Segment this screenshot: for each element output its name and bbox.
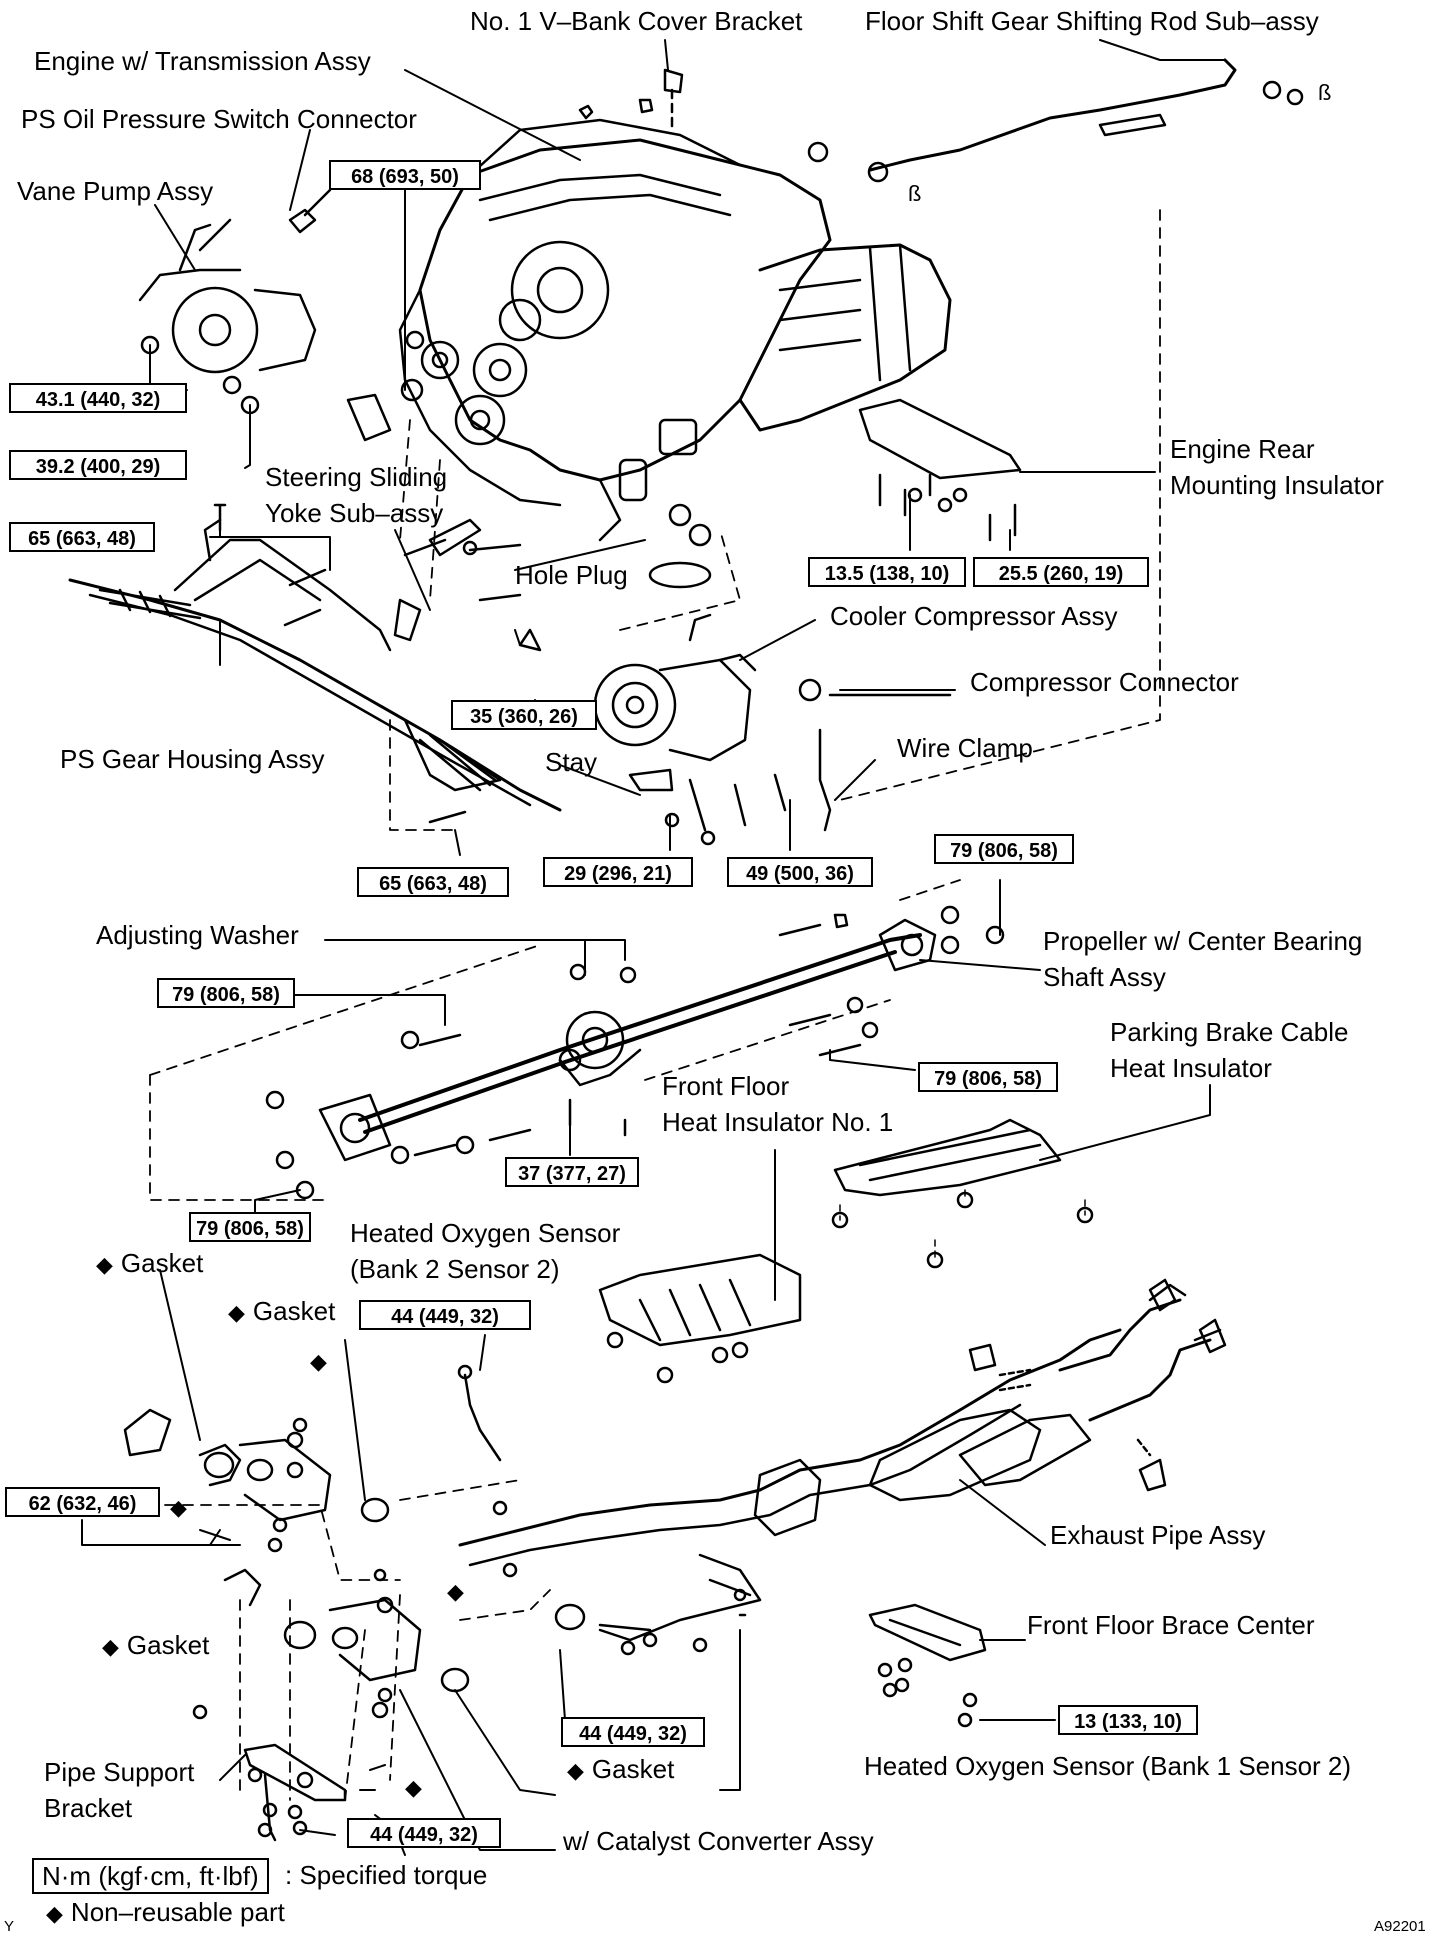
label-bracket: No. 1 V–Bank Cover Bracket: [470, 6, 803, 36]
label-gasket-4: Gasket: [567, 1754, 674, 1786]
nonreusable-marker-2: ◆: [170, 1495, 187, 1520]
compressor-drawing: [593, 613, 952, 846]
torque-49: 49 (500, 36): [727, 857, 873, 887]
label-rear-insulator-line2: Mounting Insulator: [1170, 470, 1384, 500]
label-compressor: Cooler Compressor Assy: [830, 601, 1118, 631]
label-o2-bank2-line1: Heated Oxygen Sensor: [350, 1218, 621, 1248]
label-adjusting-washer: Adjusting Washer: [96, 920, 299, 950]
label-parking-cable-line2: Heat Insulator: [1110, 1053, 1272, 1083]
torque-65-upper: 65 (663, 48): [9, 522, 155, 552]
nonreusable-marker-4: ◆: [405, 1775, 422, 1800]
label-propeller-line1: Propeller w/ Center Bearing: [1043, 926, 1363, 956]
label-o2-bank1: Heated Oxygen Sensor (Bank 1 Sensor 2): [864, 1751, 1352, 1781]
torque-35: 35 (360, 26): [451, 700, 597, 730]
label-pipe-support-line1: Pipe Support: [44, 1757, 195, 1787]
label-stay: Stay: [545, 747, 598, 777]
exhaust-drawing: [123, 1278, 1227, 1842]
torque-39-2: 39.2 (400, 29): [9, 450, 187, 480]
label-steering-yoke-line1: Steering Sliding: [265, 462, 448, 492]
nonreusable-marker-3: ◆: [447, 1579, 464, 1604]
label-shift-rod: Floor Shift Gear Shifting Rod Sub–assy: [865, 6, 1319, 36]
label-ps-gear: PS Gear Housing Assy: [60, 744, 325, 774]
legend-nonreusable: Non–reusable part: [46, 1897, 285, 1929]
torque-37: 37 (377, 27): [505, 1157, 639, 1187]
torque-79-top-right: 79 (806, 58): [934, 834, 1074, 864]
label-front-floor-line2: Heat Insulator No. 1: [662, 1107, 894, 1137]
engine-drawing: [398, 118, 1022, 542]
torque-79-bottom: 79 (806, 58): [189, 1212, 311, 1242]
steering-gear-drawing: [68, 518, 562, 812]
label-engine: Engine w/ Transmission Assy: [34, 46, 371, 76]
torque-29: 29 (296, 21): [543, 857, 693, 887]
propeller-shaft-drawing: [318, 918, 937, 1162]
label-exhaust-pipe: Exhaust Pipe Assy: [1050, 1520, 1266, 1550]
torque-79-right: 79 (806, 58): [918, 1062, 1058, 1092]
label-gasket-3: Gasket: [102, 1630, 209, 1662]
label-front-floor-line1: Front Floor: [662, 1071, 790, 1101]
label-parking-cable-line1: Parking Brake Cable: [1110, 1017, 1349, 1047]
label-gasket-1: Gasket: [96, 1248, 203, 1280]
label-pipe-support-line2: Bracket: [44, 1793, 133, 1823]
torque-43-1: 43.1 (440, 32): [9, 383, 187, 413]
torque-13-5: 13.5 (138, 10): [808, 557, 966, 587]
torque-44-middle: 44 (449, 32): [561, 1717, 705, 1747]
label-propeller-line2: Shaft Assy: [1043, 962, 1166, 992]
label-wire-clamp: Wire Clamp: [897, 733, 1033, 763]
label-rear-insulator-line1: Engine Rear: [1170, 434, 1315, 464]
label-o2-bank2-line2: (Bank 2 Sensor 2): [350, 1254, 560, 1284]
label-gasket-2: Gasket: [228, 1296, 335, 1328]
label-steering-yoke-line2: Yoke Sub–assy: [265, 498, 444, 528]
label-ps-switch: PS Oil Pressure Switch Connector: [21, 104, 417, 134]
corner-mark: Y: [4, 1918, 15, 1935]
label-hole-plug: Hole Plug: [515, 560, 628, 590]
torque-44-lower: 44 (449, 32): [347, 1818, 501, 1848]
label-beta-1: ß: [1318, 80, 1332, 105]
label-vane-pump: Vane Pump Assy: [17, 176, 214, 206]
torque-13: 13 (133, 10): [1058, 1705, 1198, 1735]
torque-79-left: 79 (806, 58): [157, 978, 295, 1008]
torque-68: 68 (693, 50): [329, 160, 481, 190]
figure-code: A92201: [1374, 1918, 1426, 1935]
torque-25-5: 25.5 (260, 19): [973, 557, 1149, 587]
label-brace-center: Front Floor Brace Center: [1027, 1610, 1315, 1640]
leader-lines: [81, 39, 1226, 1856]
vane-pump-drawing: [138, 188, 332, 415]
label-catalyst: w/ Catalyst Converter Assy: [563, 1826, 874, 1856]
torque-65-lower: 65 (663, 48): [357, 867, 509, 897]
label-beta-2: ß: [908, 181, 922, 206]
torque-62: 62 (632, 46): [5, 1487, 160, 1517]
torque-44-upper: 44 (449, 32): [359, 1300, 531, 1330]
legend-unit-text: : Specified torque: [285, 1860, 488, 1890]
legend-unit-box: N·m (kgf·cm, ft·lbf): [32, 1858, 269, 1894]
label-compressor-connector: Compressor Connector: [970, 667, 1239, 697]
nonreusable-marker-1: ◆: [310, 1349, 327, 1374]
